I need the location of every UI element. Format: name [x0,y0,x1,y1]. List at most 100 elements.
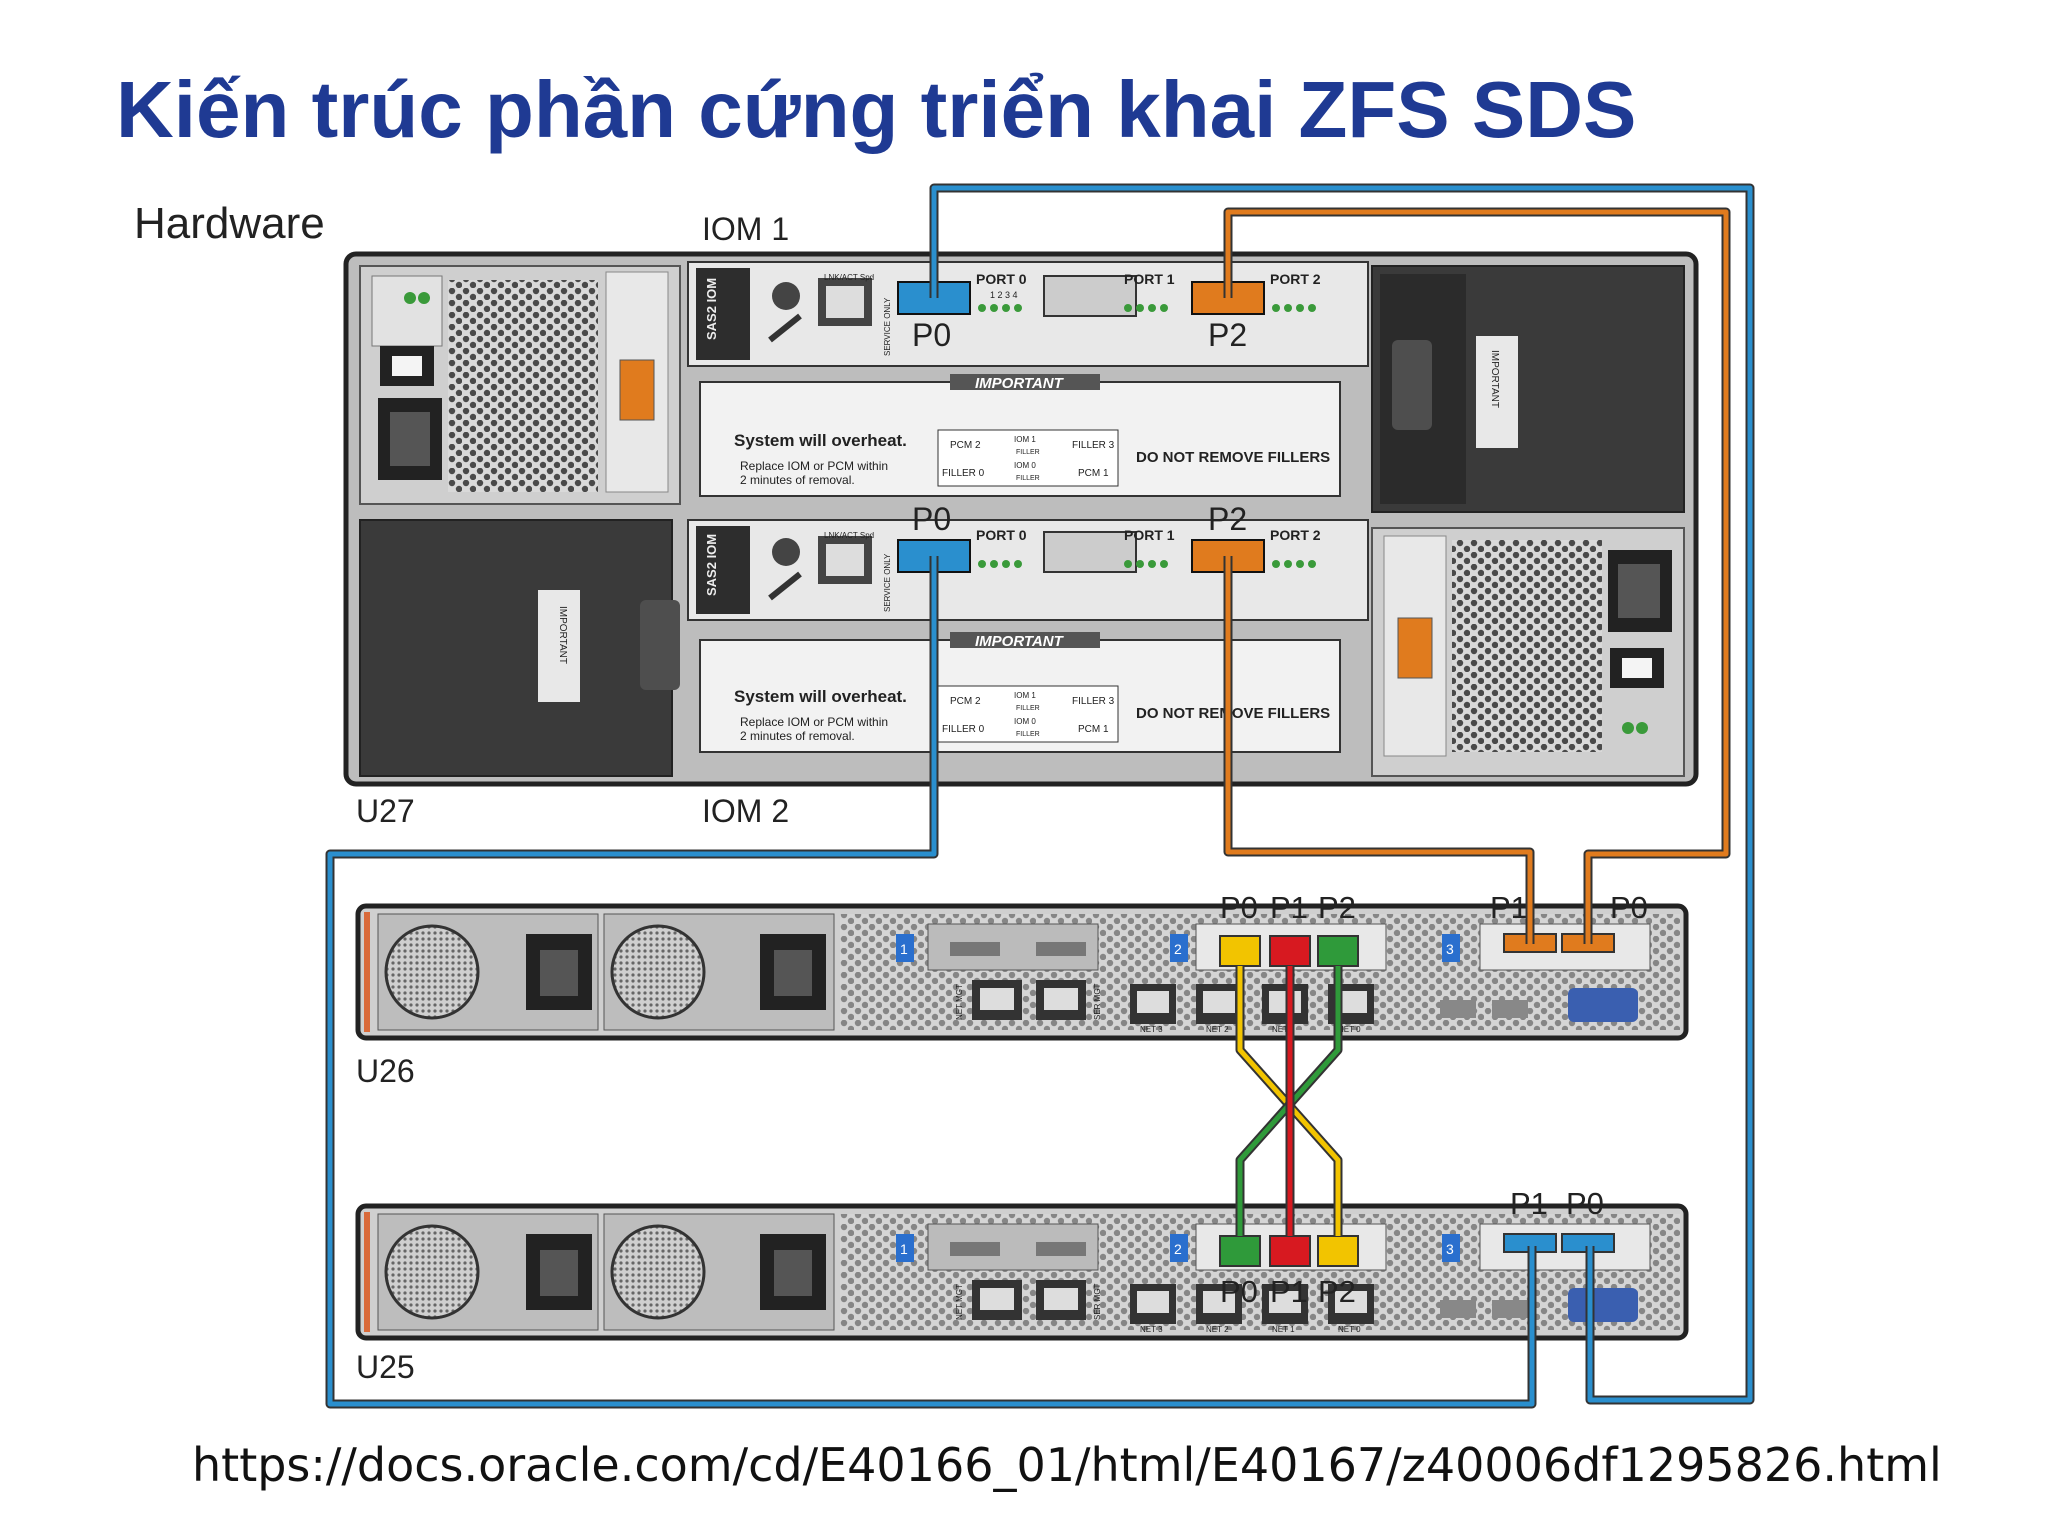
svg-text:SERVICE ONLY: SERVICE ONLY [883,553,892,612]
iom1-callout-p0: P0 [912,317,951,353]
wrench-icon [768,313,802,343]
slot-badge [1170,934,1188,962]
svg-text:PORT 0: PORT 0 [976,527,1027,543]
cable-orange-iom2 [1223,556,1535,944]
psu-fan-icon [610,1224,706,1320]
u25-hba-port-p2[interactable] [1317,1235,1359,1267]
slide-title: Kiến trúc phần cứng triển khai ZFS SDS [116,65,1637,154]
cable-orange-iom1 [1223,207,1731,944]
u25-sas-label-p1: P1 [1510,1186,1548,1221]
svg-text:NET 0: NET 0 [1338,1025,1361,1034]
svg-text:PORT 2: PORT 2 [1270,271,1321,287]
svg-text:IOM 0: IOM 0 [1014,717,1036,726]
svg-text:2 minutes of removal.: 2 minutes of removal. [740,729,855,743]
jbod-enclosure-u27: IMPORTANT IMPORTANT [343,251,1699,787]
svg-text:FILLER: FILLER [1016,731,1040,738]
svg-text:IMPORTANT: IMPORTANT [975,633,1065,650]
svg-text:PORT 1: PORT 1 [1124,527,1175,543]
svg-text:2: 2 [1174,1241,1182,1257]
slot-badge [1442,934,1460,962]
iom-module-text: SAS2 IOM [704,278,719,340]
svg-text:PCM 2: PCM 2 [950,440,981,451]
cable-blue-iom2 [325,556,1537,1409]
svg-text:IOM 1: IOM 1 [1014,691,1036,700]
svg-text:Replace IOM or PCM within: Replace IOM or PCM within [740,715,888,729]
u26-hba-port-p0[interactable] [1219,935,1261,967]
svg-text:Replace IOM or PCM within: Replace IOM or PCM within [740,459,888,473]
vga-port-icon [1568,1288,1638,1322]
filler-top-right: IMPORTANT [1371,265,1685,513]
svg-text:IOM 0: IOM 0 [1014,461,1036,470]
slot-badge [1170,1234,1188,1262]
svg-text:DO NOT REMOVE FILLERS: DO NOT REMOVE FILLERS [1136,705,1330,722]
u25-label: U25 [356,1349,415,1385]
iom2-callout-p0: P0 [912,501,951,537]
fan-grille [448,280,598,492]
svg-text:NET 2: NET 2 [1206,1325,1229,1334]
svg-text:FILLER: FILLER [1016,449,1040,456]
svg-text:FILLER 3: FILLER 3 [1072,440,1115,451]
wrench-icon [768,571,802,601]
svg-text:FILLER: FILLER [1016,705,1040,712]
slot-badge [1442,1234,1460,1262]
iom2-label: IOM 2 [702,793,789,829]
svg-text:1 2 3 4: 1 2 3 4 [990,290,1018,300]
u26-label: U26 [356,1053,415,1089]
iom2-port1-connector[interactable] [1043,531,1137,573]
u26-hba-port-p2[interactable] [1317,935,1359,967]
cables [325,183,1755,1409]
svg-text:LNK/ACT Spd: LNK/ACT Spd [824,531,874,540]
source-url[interactable]: https://docs.oracle.com/cd/E40166_01/htm… [192,1438,1942,1492]
u26-sas-label-p1: P1 [1490,890,1528,925]
server-u25: NET MGT SER MGT 1 2 3 NET 3 NET 2 NET 1 … [355,1203,1689,1341]
svg-text:PCM 2: PCM 2 [950,696,981,707]
u25-hba-label-p2: P2 [1318,1274,1356,1309]
psu-fan-icon [610,924,706,1020]
svg-text:FILLER 3: FILLER 3 [1072,696,1115,707]
psu-fan-icon [384,924,480,1020]
iom2-callout-p2: P2 [1208,501,1247,537]
svg-text:IOM 1: IOM 1 [1014,435,1036,444]
svg-text:2 minutes of removal.: 2 minutes of removal. [740,473,855,487]
hardware-label: Hardware [134,199,325,248]
iom1-label: IOM 1 [702,211,789,247]
svg-text:NET 3: NET 3 [1140,1025,1163,1034]
iom1-port1-connector[interactable] [1043,275,1137,317]
u26-hba-port-p1[interactable] [1269,935,1311,967]
u25-hba-port-p1[interactable] [1269,1235,1311,1267]
svg-text:1: 1 [900,941,908,957]
svg-text:NET 2: NET 2 [1206,1025,1229,1034]
svg-text:PCM 1: PCM 1 [1078,468,1109,479]
svg-text:FILLER: FILLER [1016,475,1040,482]
psu-bottom-right [1371,527,1685,777]
iom2-warning-label: IMPORTANT System will overheat. Replace … [699,632,1341,753]
svg-text:2: 2 [1174,941,1182,957]
svg-text:NET 1: NET 1 [1272,1325,1295,1334]
svg-text:IMPORTANT: IMPORTANT [557,606,568,664]
u26-hba-label-p1: P1 [1270,890,1308,925]
iom2-port2[interactable]: PORT 2 [1191,527,1321,573]
filler-bottom-left: IMPORTANT [359,519,680,777]
u25-hba-label-p1: P1 [1270,1274,1308,1309]
u25-hba-port-p0[interactable] [1219,1235,1261,1267]
server-u26: NET MGT SER MGT 1 2 3 NET 3 NET 2 NET 1 … [355,903,1689,1041]
u26-hba-label-p0: P0 [1220,890,1258,925]
vga-port-icon [1568,988,1638,1022]
svg-text:NET MGT: NET MGT [955,984,964,1020]
service-only-label: SERVICE ONLY [883,297,892,356]
svg-text:PCM 1: PCM 1 [1078,724,1109,735]
svg-text:SER MGT: SER MGT [1093,1283,1102,1320]
psu-top-left [359,265,681,505]
svg-text:FILLER 0: FILLER 0 [942,468,985,479]
u25-sas-label-p0: P0 [1566,1186,1604,1221]
svg-text:3: 3 [1446,941,1454,957]
psu-important-label: IMPORTANT [1489,350,1500,408]
svg-text:NET MGT: NET MGT [955,1284,964,1320]
svg-text:PORT 0: PORT 0 [976,271,1027,287]
psu-fan-icon [384,1224,480,1320]
u26-sas-label-p0: P0 [1610,890,1648,925]
svg-text:IMPORTANT: IMPORTANT [975,375,1065,392]
svg-text:DO NOT REMOVE FILLERS: DO NOT REMOVE FILLERS [1136,449,1330,466]
